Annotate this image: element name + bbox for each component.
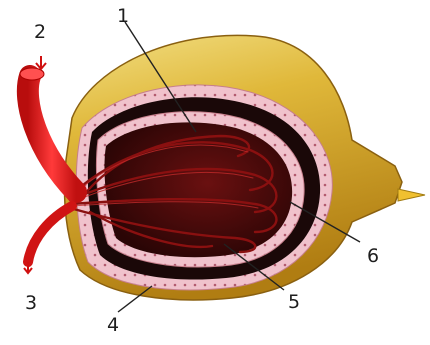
afferent-arteriole: [28, 76, 76, 192]
label-5: 5: [288, 291, 300, 313]
efferent-arteriole: [28, 206, 72, 262]
label-4: 4: [107, 314, 119, 336]
label-3: 3: [25, 292, 37, 314]
label-2: 2: [34, 21, 46, 43]
tubule-outlet-arrow: [398, 189, 425, 201]
label-6: 6: [367, 245, 379, 267]
afferent-flow-arrow: [36, 56, 46, 69]
label-1: 1: [117, 5, 129, 27]
